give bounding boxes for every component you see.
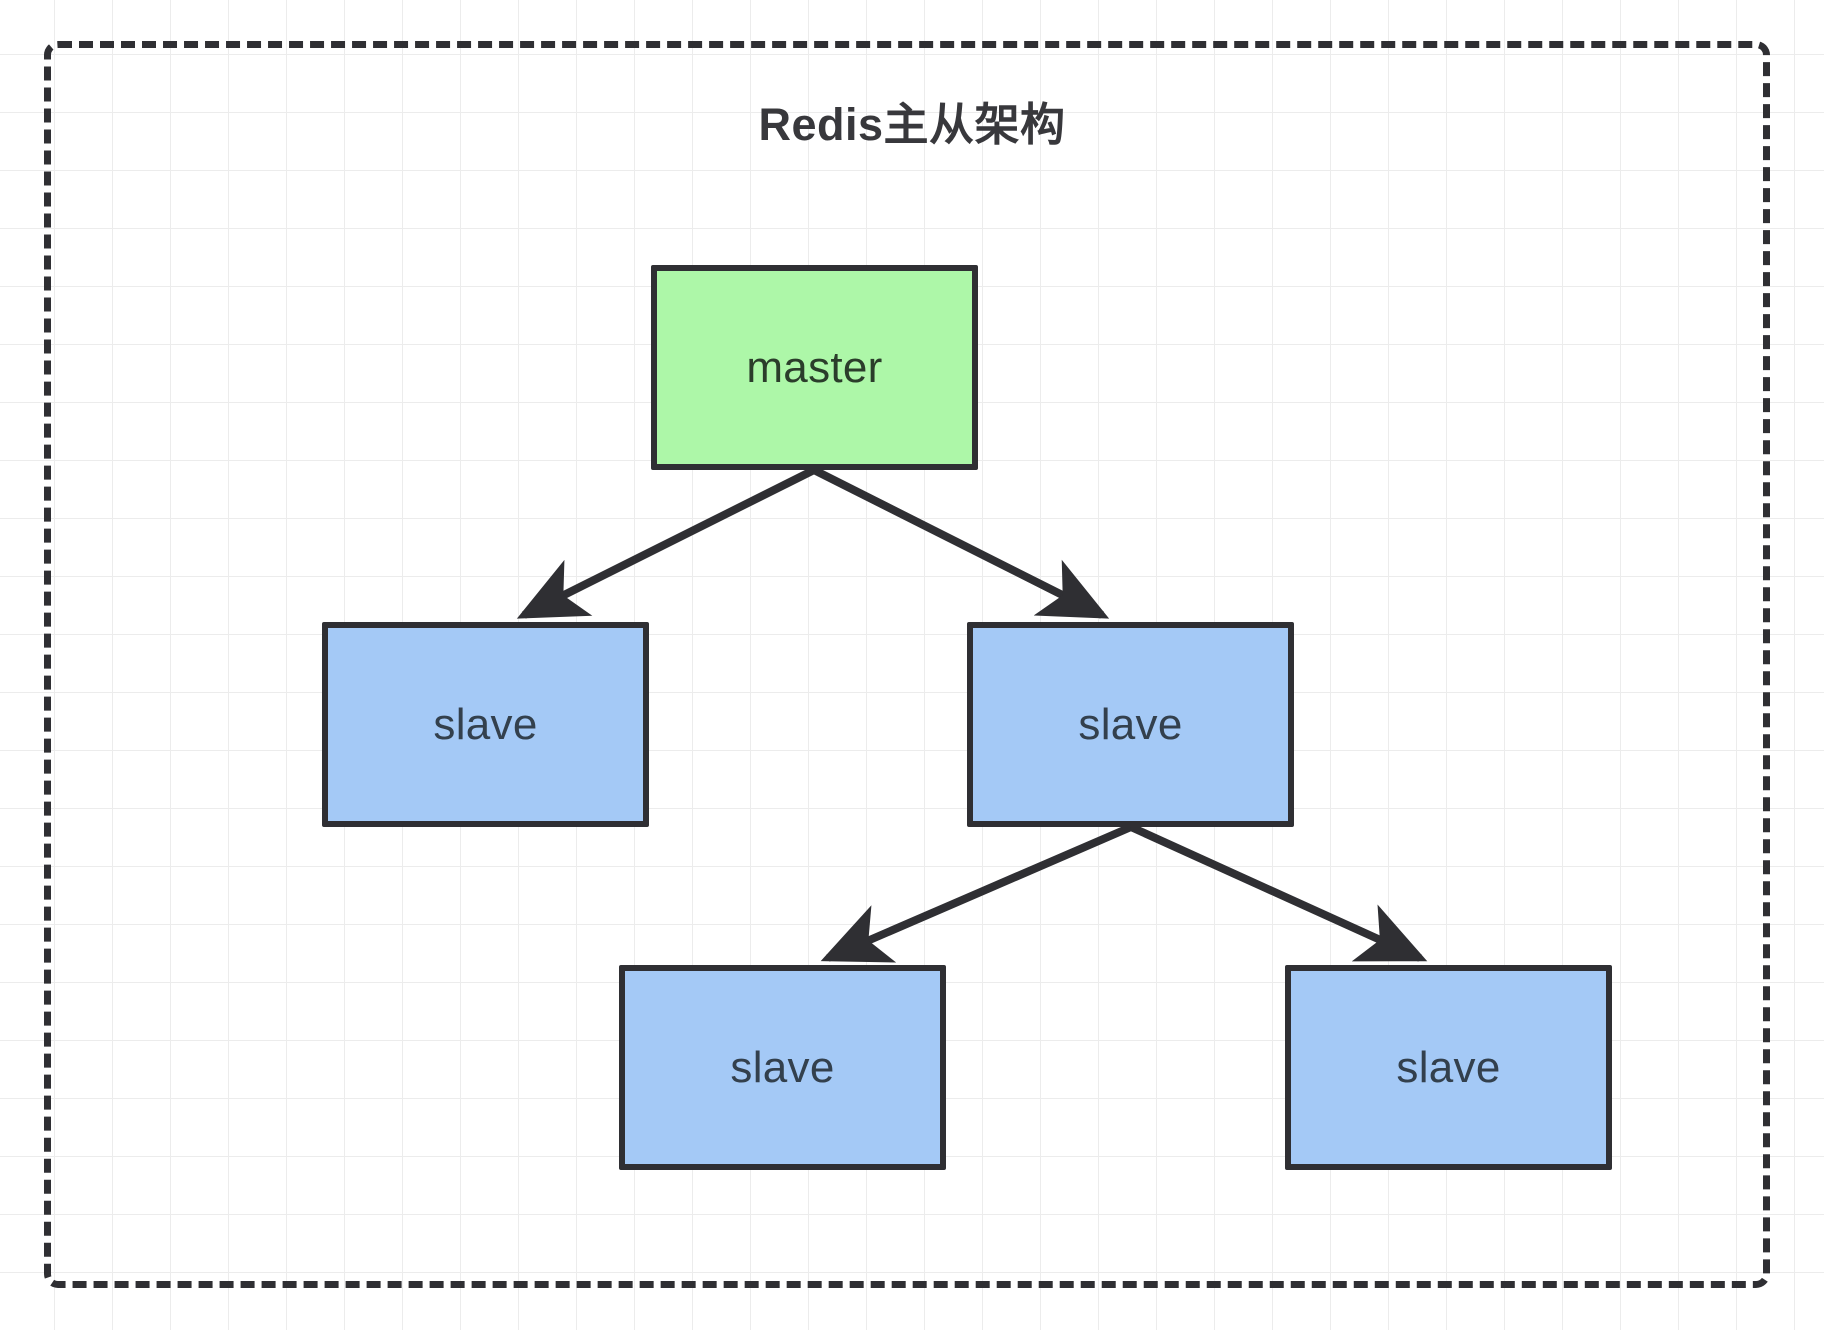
node-slave-3[interactable]: slave <box>619 965 946 1170</box>
node-master-label: master <box>746 342 883 392</box>
node-slave-4-label: slave <box>1396 1042 1501 1092</box>
node-slave-1-label: slave <box>433 699 538 749</box>
diagram-frame-dashed-border <box>44 41 1770 1288</box>
diagram-title: Redis主从架构 <box>758 99 1066 150</box>
node-slave-2-label: slave <box>1078 699 1183 749</box>
node-slave-2[interactable]: slave <box>967 622 1294 827</box>
node-slave-4[interactable]: slave <box>1285 965 1612 1170</box>
node-slave-1[interactable]: slave <box>322 622 649 827</box>
node-master[interactable]: master <box>651 265 978 470</box>
node-slave-3-label: slave <box>730 1042 835 1092</box>
